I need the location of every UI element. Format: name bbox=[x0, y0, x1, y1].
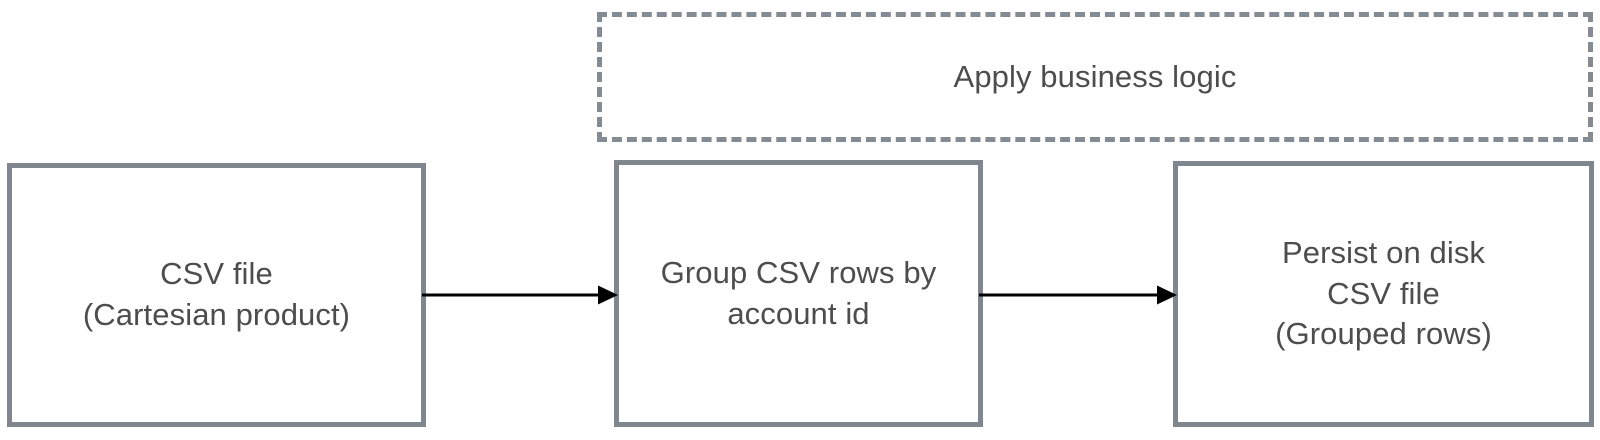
node-label-csv-file-source: CSV file (Cartesian product) bbox=[82, 256, 351, 332]
arrow-right-icon bbox=[422, 285, 618, 305]
node-label-group-csv-rows: Group CSV rows by account id bbox=[660, 254, 937, 331]
edge-group-to-persist bbox=[979, 280, 1177, 310]
node-persist-on-disk[interactable]: Persist on disk CSV file (Grouped rows) bbox=[1173, 161, 1594, 427]
edge-source-to-group bbox=[422, 280, 618, 310]
node-label-persist-on-disk: Persist on disk CSV file (Grouped rows) bbox=[1275, 234, 1492, 352]
node-group-csv-rows[interactable]: Group CSV rows by account id bbox=[614, 160, 983, 427]
node-csv-file-source[interactable]: CSV file (Cartesian product) bbox=[7, 163, 426, 427]
node-label-apply-business-logic: Apply business logic bbox=[953, 58, 1237, 94]
node-apply-business-logic[interactable]: Apply business logic bbox=[597, 12, 1593, 142]
arrow-right-icon bbox=[979, 285, 1177, 305]
